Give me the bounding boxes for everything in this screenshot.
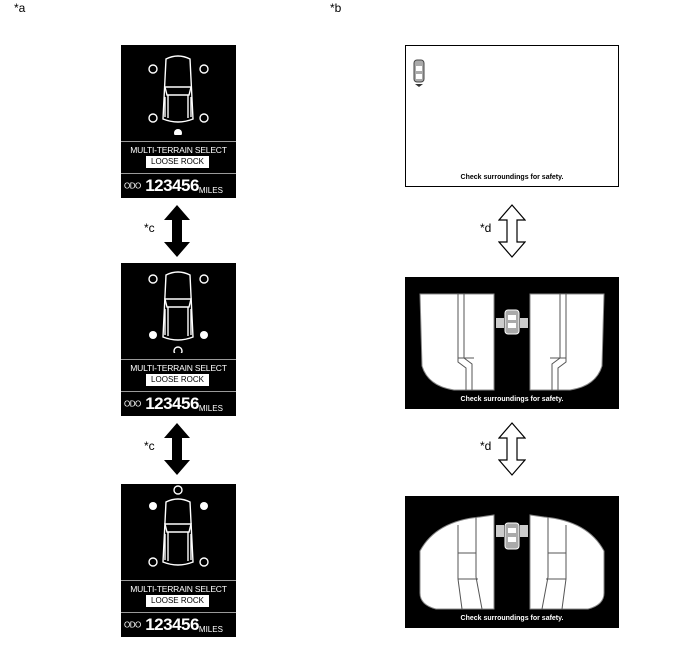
- label-c-1: *c: [144, 221, 155, 235]
- camera-indicator-icon: [149, 502, 208, 510]
- odo-unit: MILES: [198, 404, 223, 414]
- label-d-1: *d: [480, 221, 492, 235]
- double-arrow-outline-icon: [498, 422, 526, 476]
- monitor-screen-front-side: Check surroundings for safety.: [405, 496, 619, 628]
- monitor-screen-side: Check surroundings for safety.: [405, 277, 619, 409]
- label-a: *a: [14, 1, 26, 15]
- odometer: ODO 123456MILES: [124, 394, 223, 414]
- multi-terrain-select-title: MULTI-TERRAIN SELECT: [130, 145, 227, 155]
- odo-label: ODO: [124, 620, 141, 630]
- safety-caption: Check surroundings for safety.: [460, 396, 564, 403]
- odometer: ODO 123456MILES: [124, 615, 223, 635]
- odo-value: 123456: [145, 176, 199, 195]
- camera-indicator-icon: [149, 331, 208, 339]
- double-arrow-solid-icon: [164, 423, 190, 475]
- multi-terrain-select-title: MULTI-TERRAIN SELECT: [130, 584, 227, 594]
- safety-caption: Check surroundings for safety.: [460, 174, 564, 181]
- vehicle-top-view-icon: [148, 55, 209, 135]
- odo-unit: MILES: [198, 625, 223, 635]
- odo-unit: MILES: [198, 186, 223, 196]
- label-b: *b: [330, 1, 342, 15]
- odo-value: 123456: [145, 394, 199, 413]
- odo-label: ODO: [124, 181, 141, 191]
- terrain-mode-badge: LOOSE ROCK: [146, 156, 209, 168]
- meter-panel-side-view: MULTI-TERRAIN SELECT LOOSE ROCK ODO 1234…: [121, 263, 236, 416]
- meter-panel-front-view: MULTI-TERRAIN SELECT LOOSE ROCK ODO 1234…: [121, 45, 236, 198]
- odo-label: ODO: [124, 399, 141, 409]
- meter-panel-front-side-view: MULTI-TERRAIN SELECT LOOSE ROCK ODO 1234…: [121, 484, 236, 637]
- odo-value: 123456: [145, 615, 199, 634]
- double-arrow-solid-icon: [164, 205, 190, 257]
- safety-caption: Check surroundings for safety.: [460, 615, 564, 622]
- label-c-2: *c: [144, 439, 155, 453]
- vehicle-indicator-icon: [496, 309, 528, 335]
- multi-terrain-select-title: MULTI-TERRAIN SELECT: [130, 363, 227, 373]
- vehicle-indicator-icon: [413, 59, 425, 87]
- odometer: ODO 123456MILES: [124, 176, 223, 196]
- double-arrow-outline-icon: [498, 204, 526, 258]
- side-camera-view: [419, 293, 605, 391]
- monitor-screen-front: Check surroundings for safety.: [405, 45, 619, 187]
- label-d-2: *d: [480, 439, 492, 453]
- terrain-mode-badge: LOOSE ROCK: [146, 374, 209, 386]
- vehicle-top-view-icon: [148, 485, 209, 567]
- terrain-mode-badge: LOOSE ROCK: [146, 595, 209, 607]
- front-side-camera-view: [419, 514, 605, 610]
- camera-indicator-icon: [174, 129, 182, 135]
- vehicle-indicator-icon: [496, 522, 528, 550]
- vehicle-top-view-icon: [148, 271, 209, 353]
